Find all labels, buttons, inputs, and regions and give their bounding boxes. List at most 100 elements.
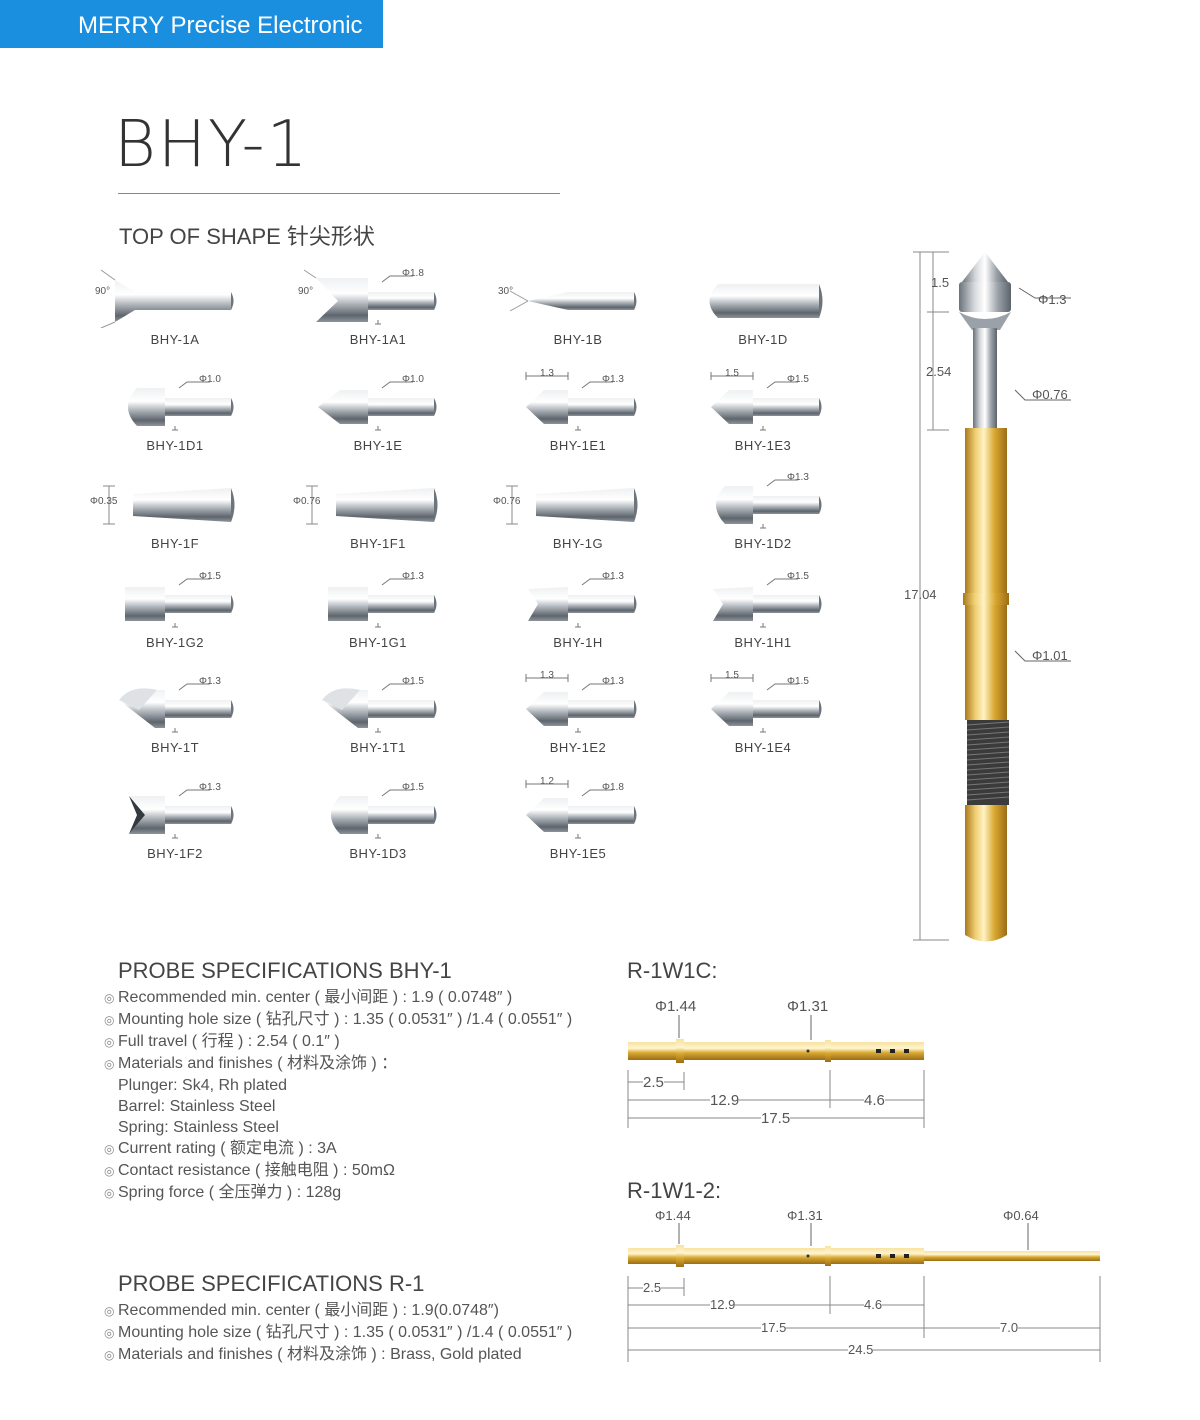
tip-shape-drawing: [129, 789, 234, 839]
spec-line: ◎Full travel ( 行程 ) : 2.54 ( 0.1″ ): [104, 1033, 340, 1050]
tip-diameter-label: Φ1.3: [199, 676, 221, 687]
spec-line: ◎Contact resistance ( 接触电阻 ) : 50mΩ: [104, 1162, 395, 1179]
tip-shape-drawing: [100, 269, 234, 328]
dim-tip-length: 1.5: [931, 275, 950, 290]
tip-shape-drawing: [331, 789, 437, 839]
tip-diameter-label: Φ1.0: [199, 374, 221, 385]
tip-diameter-label: Φ1.5: [402, 782, 424, 793]
dia-tip: Φ1.3: [1038, 292, 1067, 307]
spec-line: ◎Mounting hole size ( 钻孔尺寸 ) : 1.35 ( 0.…: [104, 1011, 573, 1028]
r1w12-dia-2: Φ1.31: [787, 1208, 823, 1223]
tip-diameter-label: Φ1.8: [602, 782, 624, 793]
spec-line: ◎Recommended min. center ( 最小间距 ) : 1.9 …: [104, 989, 513, 1006]
tip-shape-drawing: [710, 372, 822, 431]
r1w1c-dim-3: 4.6: [864, 1092, 885, 1109]
tip-diameter-label: Φ1.5: [787, 571, 809, 582]
tip-shape-item: 30°BHY-1B: [498, 262, 658, 362]
tip-shape-label: BHY-1D1: [146, 438, 204, 453]
tip-length-label: 1.5: [725, 368, 739, 379]
tip-shape-label: BHY-1H: [553, 635, 603, 650]
r1w12-drawing: [627, 1223, 1101, 1362]
tip-shape-drawing: [509, 290, 637, 312]
tip-shape-drawing: [525, 372, 637, 431]
spec-line: ◎Mounting hole size ( 钻孔尺寸 ) : 1.35 ( 0.…: [104, 1324, 573, 1341]
r1w12-title: R-1W1-2:: [627, 1178, 722, 1203]
tip-shape-label: BHY-1D2: [734, 536, 792, 551]
dia-plunger: Φ0.76: [1032, 387, 1068, 402]
r1w1c-drawing: [627, 1015, 925, 1128]
r1w1c-dia-1: Φ1.44: [655, 998, 697, 1015]
tip-diameter-label: Φ1.3: [602, 374, 624, 385]
tip-length-label: 1.5: [725, 670, 739, 681]
r1w1c-dim-4: 17.5: [761, 1110, 791, 1127]
spec-line: ◎Materials and finishes ( 材料及涂饰 ) ：: [104, 1055, 398, 1072]
tip-shape-label: BHY-1F2: [147, 846, 203, 861]
r1w12-dia-3: Φ0.64: [1003, 1208, 1039, 1223]
company-name: MERRY Precise Electronic: [78, 12, 363, 39]
spec-r1-heading: PROBE SPECIFICATIONS R-1: [118, 1271, 425, 1296]
tip-diameter-label: Φ0.76: [493, 496, 521, 507]
tip-shape-item: BHY-1D: [683, 262, 843, 362]
tip-shape-drawing: [125, 578, 234, 628]
tip-shape-drawing: [528, 578, 637, 628]
tip-diameter-label: Φ1.5: [199, 571, 221, 582]
r1w1c-dim-2: 12.9: [710, 1092, 740, 1109]
tip-shape-label: BHY-1F1: [350, 536, 406, 551]
r1w12-dim-4: 17.5: [761, 1320, 787, 1335]
tip-shape-drawing: [710, 674, 822, 733]
page-title: BHY-1: [114, 108, 310, 182]
r1w12-dim-5: 7.0: [1000, 1320, 1019, 1335]
spec-line: ◎Recommended min. center ( 最小间距 ) : 1.9(…: [104, 1302, 499, 1319]
tip-shape-drawing: [103, 485, 235, 525]
tip-shape-label: BHY-1A1: [349, 332, 407, 347]
tip-diameter-label: Φ1.5: [787, 676, 809, 687]
tip-shape-drawing: [716, 479, 822, 529]
tip-diameter-label: Φ1.8: [402, 268, 424, 279]
tip-shape-label: BHY-1D: [738, 332, 788, 347]
tip-diameter-label: Φ0.76: [293, 496, 321, 507]
dia-barrel: Φ1.01: [1032, 648, 1068, 663]
tip-diameter-label: Φ1.3: [402, 571, 424, 582]
tip-length-label: 1.3: [540, 368, 554, 379]
tip-shape-label: BHY-1G1: [349, 635, 407, 650]
tip-diameter-label: Φ1.3: [602, 676, 624, 687]
tip-shape-label: BHY-1E2: [549, 740, 607, 755]
tip-shape-label: BHY-1F: [150, 536, 200, 551]
tip-diameter-label: Φ0.35: [90, 496, 118, 507]
tip-angle-label: 90°: [298, 286, 314, 297]
r1w12-dim-1: 2.5: [643, 1280, 662, 1295]
header-bar: [0, 0, 383, 48]
material-line: Plunger: Sk4, Rh plated: [118, 1077, 287, 1094]
tip-shape-label: BHY-1T: [150, 740, 200, 755]
tip-shape-drawing: [128, 381, 234, 431]
tip-shape-label: BHY-1E: [353, 438, 403, 453]
tip-diameter-label: Φ1.3: [787, 472, 809, 483]
tip-shape-label: BHY-1D3: [349, 846, 407, 861]
r1w12-dim-2: 12.9: [710, 1297, 736, 1312]
tip-length-label: 1.3: [540, 670, 554, 681]
tip-shape-drawing: [525, 674, 637, 733]
tip-shape-drawing: [709, 284, 823, 318]
spec-bhy-list: ◎Recommended min. center ( 最小间距 ) : 1.9 …: [104, 987, 572, 1204]
dim-total-length: 17.04: [904, 587, 937, 602]
tip-diameter-label: Φ1.0: [402, 374, 424, 385]
tip-shape-drawing: [303, 269, 437, 325]
tip-shape-label: BHY-1G2: [146, 635, 204, 650]
material-line: Spring: Stainless Steel: [118, 1119, 279, 1136]
tip-shape-drawing: [506, 485, 638, 525]
tip-shape-drawing: [318, 381, 437, 431]
